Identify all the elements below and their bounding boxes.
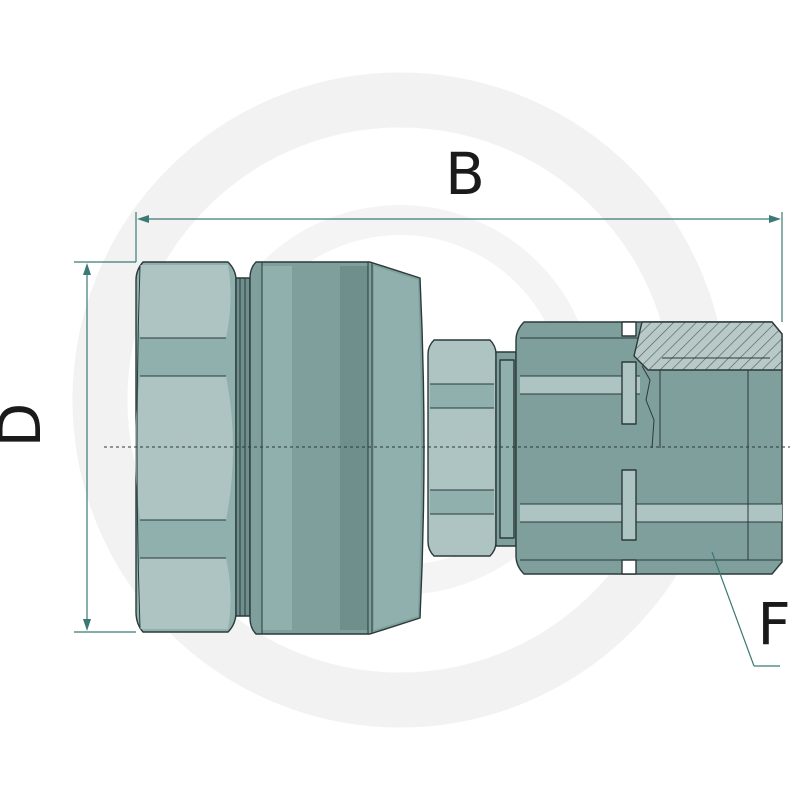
dimension-b: B [135, 140, 783, 322]
dimension-d: D [0, 261, 136, 633]
arrow-down-icon [83, 619, 91, 631]
dimension-f: F [711, 551, 791, 667]
arrow-left-icon [137, 215, 149, 223]
label-f: F [757, 590, 790, 658]
swivel-hex-nut [515, 321, 783, 575]
label-b: B [445, 140, 485, 208]
arrow-up-icon [83, 263, 91, 275]
label-d: D [0, 403, 54, 448]
large-hex-nut [135, 261, 237, 633]
arrow-right-icon [769, 215, 781, 223]
main-body [249, 261, 425, 635]
small-hex-nut [427, 339, 497, 557]
collar [495, 351, 517, 547]
